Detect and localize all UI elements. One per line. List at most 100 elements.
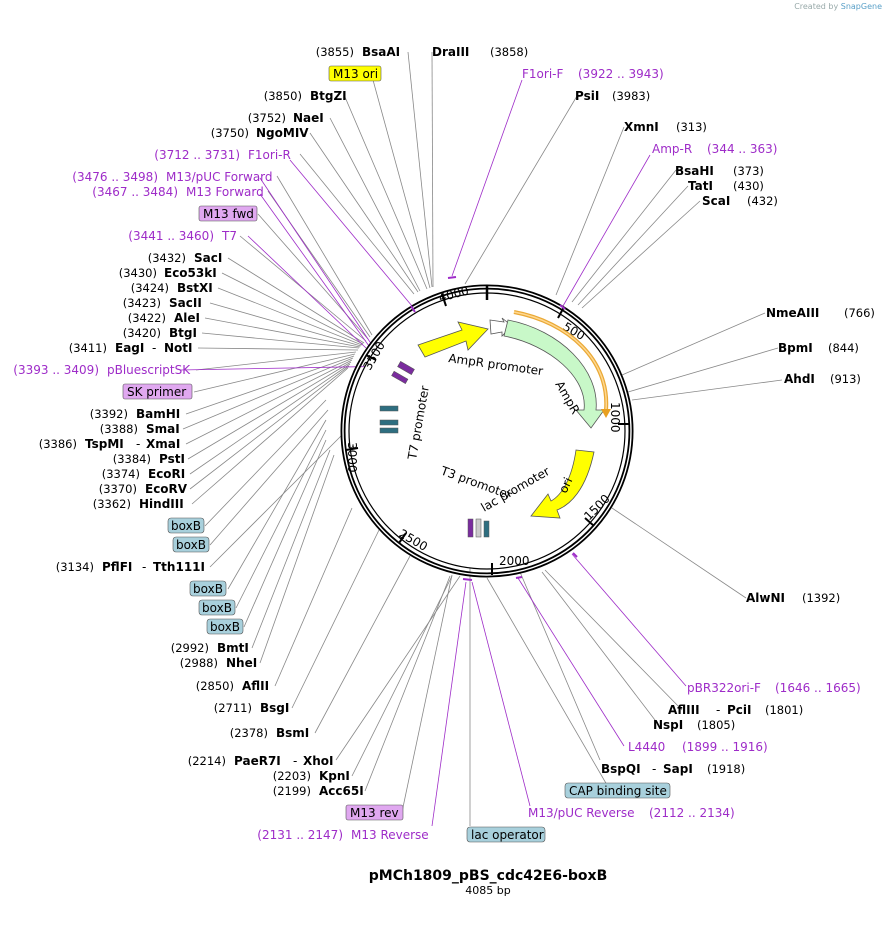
bmti-name[interactable]: BmtI xyxy=(217,641,249,655)
kpni-pos: (2203) xyxy=(273,769,311,783)
xmni-pos: (313) xyxy=(676,120,707,134)
boxb-box-1[interactable] xyxy=(167,517,205,534)
lac-operator-box[interactable] xyxy=(466,826,546,843)
alei-name[interactable]: AleI xyxy=(174,311,200,325)
m13-fwd-label: M13 fwd xyxy=(203,207,254,221)
nhei-name[interactable]: NheI xyxy=(226,656,257,670)
f1ori-f-name[interactable]: F1ori-F xyxy=(522,67,563,81)
bsgi-name[interactable]: BsgI xyxy=(260,701,289,715)
afliii-name[interactable]: AflIII xyxy=(668,703,700,717)
sk-block[interactable] xyxy=(391,370,409,384)
bamhi-name[interactable]: BamHI xyxy=(136,407,180,421)
m13-fwd-box[interactable] xyxy=(198,205,258,222)
psii-name[interactable]: PsiI xyxy=(575,89,599,103)
ahdi-name[interactable]: AhdI xyxy=(784,372,815,386)
boxb-box-2[interactable] xyxy=(172,536,210,553)
m13rev-block[interactable] xyxy=(467,518,474,538)
ampr-orf-arrowhead xyxy=(601,409,611,418)
bpmi-pos: (844) xyxy=(828,341,859,355)
pflfi-pos: (3134) xyxy=(56,560,94,574)
ori-arrow[interactable] xyxy=(530,449,595,519)
alwni-name[interactable]: AlwNI xyxy=(746,591,785,605)
m13-ori-label: M13 ori xyxy=(333,67,378,81)
tspmi-name[interactable]: TspMI xyxy=(85,437,124,451)
ampr-arrow[interactable] xyxy=(503,319,605,429)
t7-name[interactable]: T7 xyxy=(221,229,237,243)
acc65i-name[interactable]: Acc65I xyxy=(319,784,364,798)
tth111i-name[interactable]: Tth111I xyxy=(153,560,205,574)
m13puc-rev-name[interactable]: M13/pUC Reverse xyxy=(528,806,635,820)
xmni-name[interactable]: XmnI xyxy=(624,120,659,134)
nspi-name[interactable]: NspI xyxy=(653,718,683,732)
boxb-block-1[interactable] xyxy=(379,405,399,412)
pcii-name[interactable]: PciI xyxy=(727,703,752,717)
bspqi-name[interactable]: BspQI xyxy=(601,762,641,776)
bmti-pos: (2992) xyxy=(171,641,209,655)
ngomiv-name[interactable]: NgoMIV xyxy=(256,126,309,140)
boxb-box-4[interactable] xyxy=(198,599,236,616)
amp-r-name[interactable]: Amp-R xyxy=(652,142,692,156)
tati-name[interactable]: TatI xyxy=(688,179,713,193)
f1ori-r-name[interactable]: F1ori-R xyxy=(248,148,291,162)
m13puc-rev-pos: (2112 .. 2134) xyxy=(649,806,735,820)
bsmi-name[interactable]: BsmI xyxy=(276,726,309,740)
bsahi-name[interactable]: BsaHI xyxy=(675,164,714,178)
tati-pos: (430) xyxy=(733,179,764,193)
afliii-sep: - xyxy=(716,703,720,717)
f1ori-r-pos: (3712 .. 3731) xyxy=(154,148,240,162)
ecorv-name[interactable]: EcoRV xyxy=(145,482,188,496)
eco53ki-name[interactable]: Eco53kI xyxy=(164,266,217,280)
sk-primer-box[interactable] xyxy=(122,383,193,400)
noti-name[interactable]: NotI xyxy=(164,341,193,355)
m13-rev-box[interactable] xyxy=(345,804,404,821)
pbr322ori-f-name[interactable]: pBR322ori-F xyxy=(687,681,761,695)
btgzi-name[interactable]: BtgZI xyxy=(310,89,347,103)
paer7i-pos: (2214) xyxy=(188,754,226,768)
xmai-name[interactable]: XmaI xyxy=(146,437,180,451)
lac-block[interactable] xyxy=(475,518,482,538)
acc65i-pos: (2199) xyxy=(273,784,311,798)
sacii-name[interactable]: SacII xyxy=(169,296,202,310)
hindiii-name[interactable]: HindIII xyxy=(139,497,184,511)
draiii-name[interactable]: DraIII xyxy=(432,45,469,59)
eagi-name[interactable]: EagI xyxy=(115,341,144,355)
bsaai-name[interactable]: BsaAI xyxy=(362,45,400,59)
boxb-block-2[interactable] xyxy=(379,419,399,426)
boxb-box-5[interactable] xyxy=(206,618,244,635)
bstxi-name[interactable]: BstXI xyxy=(177,281,213,295)
tspmi-pos: (3386) xyxy=(39,437,77,451)
ampr-promoter-arrow[interactable] xyxy=(417,321,489,358)
pbr322ori-f-pos: (1646 .. 1665) xyxy=(775,681,861,695)
xhoi-name[interactable]: XhoI xyxy=(303,754,334,768)
kpni-name[interactable]: KpnI xyxy=(319,769,350,783)
m13puc-fwd-name[interactable]: M13/pUC Forward xyxy=(166,170,273,184)
m13-forward-pos: (3467 .. 3484) xyxy=(92,185,178,199)
pbluescriptsk-pos: (3393 .. 3409) xyxy=(13,363,99,377)
l4440-name[interactable]: L4440 xyxy=(628,740,665,754)
boxb-box-3[interactable] xyxy=(189,580,227,597)
aflii-name[interactable]: AflII xyxy=(242,679,269,693)
scai-name[interactable]: ScaI xyxy=(702,194,730,208)
ahdi-pos: (913) xyxy=(830,372,861,386)
naei-name[interactable]: NaeI xyxy=(293,111,324,125)
bpmi-name[interactable]: BpmI xyxy=(778,341,813,355)
boxb-block-3[interactable] xyxy=(379,427,399,434)
btgi-name[interactable]: BtgI xyxy=(169,326,197,340)
sapi-name[interactable]: SapI xyxy=(663,762,693,776)
pflfi-name[interactable]: PflFI xyxy=(102,560,132,574)
lacop-block[interactable] xyxy=(483,520,490,538)
nmeaiii-name[interactable]: NmeAIII xyxy=(766,306,819,320)
boxb-label-2: boxB xyxy=(176,538,206,552)
m13-reverse-name[interactable]: M13 Reverse xyxy=(351,828,429,842)
paer7i-name[interactable]: PaeR7I xyxy=(234,754,281,768)
m13-ori-box[interactable] xyxy=(328,65,382,82)
plasmid-title: pMCh1809_pBS_cdc42E6-boxB xyxy=(369,868,608,884)
saci-name[interactable]: SacI xyxy=(194,251,222,265)
ecori-name[interactable]: EcoRI xyxy=(148,467,185,481)
m13-forward-name[interactable]: M13 Forward xyxy=(186,185,264,199)
pbluescriptsk-name[interactable]: pBluescriptSK xyxy=(107,363,191,377)
psti-name[interactable]: PstI xyxy=(159,452,185,466)
t7-block[interactable] xyxy=(397,361,415,375)
smai-name[interactable]: SmaI xyxy=(146,422,180,436)
cap-site-box[interactable] xyxy=(564,782,671,799)
